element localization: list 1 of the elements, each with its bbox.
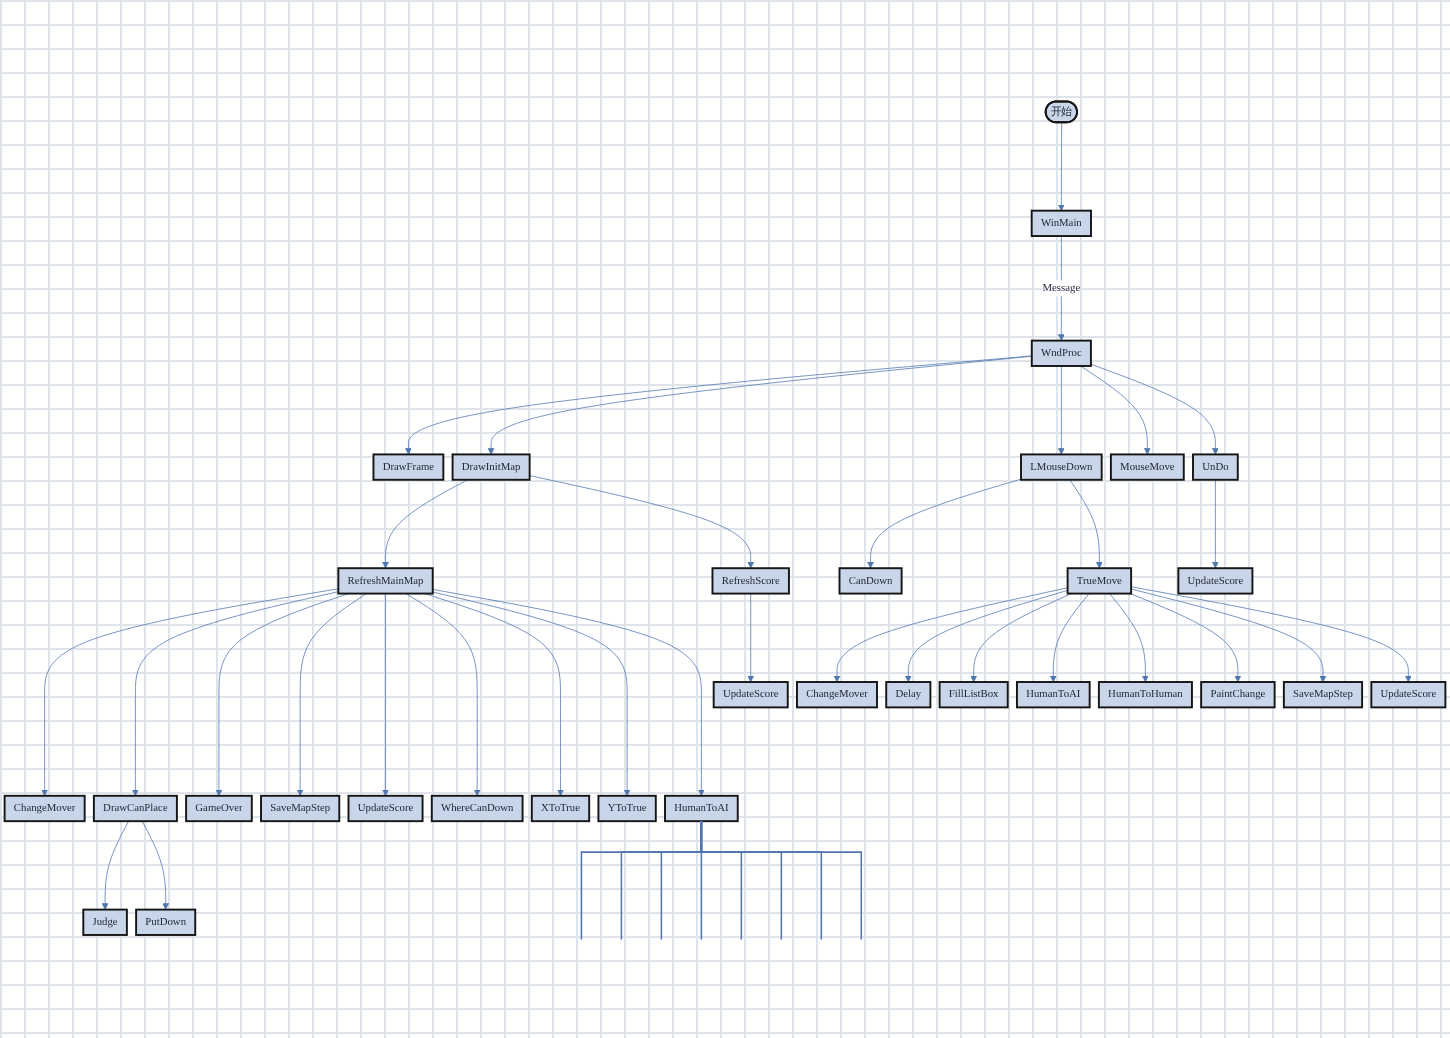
connector-line — [700, 820, 863, 941]
